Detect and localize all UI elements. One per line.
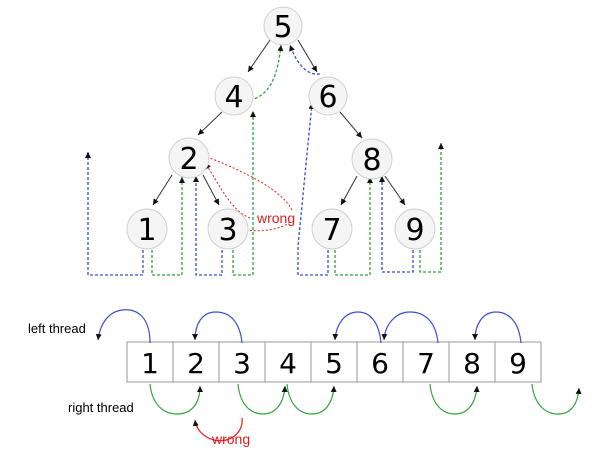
svg-text:9: 9	[405, 213, 424, 248]
array-left-thread-7	[381, 311, 439, 344]
left-thread-1	[85, 152, 144, 276]
array-wrong-label: wrong	[211, 431, 250, 447]
right-thread-9	[419, 143, 444, 273]
wrong-arrow-upper	[209, 157, 293, 211]
tree-left-threads	[85, 44, 414, 276]
svg-text:8: 8	[463, 347, 481, 380]
tree-node-1: 1	[126, 208, 168, 250]
left-thread-3	[193, 176, 223, 276]
edge-8-9	[384, 175, 406, 206]
array-wrong-arrow	[192, 417, 243, 442]
edge-4-2	[197, 111, 223, 136]
tree-node-4: 4	[214, 76, 254, 116]
left-thread-7	[297, 102, 329, 276]
array-right-thread-3	[237, 383, 288, 415]
svg-text:2: 2	[179, 142, 198, 177]
array-cell-5: 5	[310, 341, 358, 383]
array-right-threads	[149, 383, 582, 415]
array-right-thread-4	[286, 383, 337, 415]
array-cell-6: 6	[356, 341, 404, 383]
right-thread-1	[151, 177, 185, 276]
svg-text:5: 5	[325, 347, 343, 380]
edge-8-7	[340, 175, 358, 206]
tree-edges	[152, 39, 406, 206]
tree-node-5: 5	[263, 6, 303, 46]
right-thread-7	[334, 177, 373, 276]
svg-text:2: 2	[187, 347, 205, 380]
array-left-thread-3	[192, 311, 243, 344]
tree-node-8: 8	[351, 138, 393, 180]
edge-5-6	[297, 39, 318, 73]
array-cell-7: 7	[402, 341, 450, 383]
svg-text:4: 4	[279, 347, 297, 380]
array-cells: 1 2 3 4 5 6 7 8	[126, 341, 542, 383]
edge-5-4	[247, 39, 271, 73]
wrong-arrow-top	[204, 162, 251, 219]
svg-text:4: 4	[224, 80, 243, 115]
array-cell-4: 4	[264, 341, 312, 383]
svg-text:6: 6	[318, 80, 337, 115]
svg-text:6: 6	[371, 347, 389, 380]
array-wrong-annotation: wrong	[192, 417, 250, 447]
tree-wrong-label: wrong	[256, 210, 295, 226]
tree-wrong-annotation: wrong	[204, 157, 295, 232]
svg-text:9: 9	[509, 347, 527, 380]
svg-text:3: 3	[233, 347, 251, 380]
tree-nodes: 5 4 6 2 8 1 3 7	[126, 6, 436, 250]
left-thread-label: left thread	[28, 321, 86, 336]
array-cell-8: 8	[448, 341, 496, 383]
array-right-thread-9	[531, 383, 582, 415]
array-cell-3: 3	[218, 341, 266, 383]
array-cell-1: 1	[126, 341, 174, 383]
right-thread-4	[249, 44, 284, 101]
svg-text:8: 8	[362, 143, 381, 178]
array-left-thread-9	[472, 311, 522, 344]
left-thread-9	[379, 176, 414, 273]
right-thread-label: right thread	[68, 400, 134, 415]
tree-node-6: 6	[308, 76, 348, 116]
svg-text:7: 7	[417, 347, 435, 380]
tree-right-threads	[151, 44, 444, 276]
right-thread-3	[232, 111, 256, 276]
tree-node-9: 9	[394, 208, 436, 250]
edge-6-8	[339, 111, 363, 139]
svg-text:7: 7	[322, 213, 341, 248]
array-cell-2: 2	[172, 341, 220, 383]
array-left-threads	[95, 309, 522, 344]
tree-node-3: 3	[207, 208, 249, 250]
array-left-thread-1	[95, 309, 151, 344]
array-left-thread-5	[332, 311, 382, 344]
edge-2-3	[202, 174, 220, 206]
edge-2-1	[152, 174, 173, 206]
left-thread-6	[289, 44, 321, 75]
svg-text:3: 3	[218, 213, 237, 248]
svg-text:1: 1	[141, 347, 159, 380]
svg-text:1: 1	[137, 213, 156, 248]
array-right-thread-1	[149, 383, 203, 415]
array-cell-9: 9	[494, 341, 542, 383]
tree-node-2: 2	[168, 137, 210, 179]
wrong-arrow-lower	[245, 221, 291, 232]
svg-text:5: 5	[273, 10, 292, 45]
tree-node-7: 7	[311, 208, 353, 250]
array-right-thread-7	[429, 383, 480, 415]
